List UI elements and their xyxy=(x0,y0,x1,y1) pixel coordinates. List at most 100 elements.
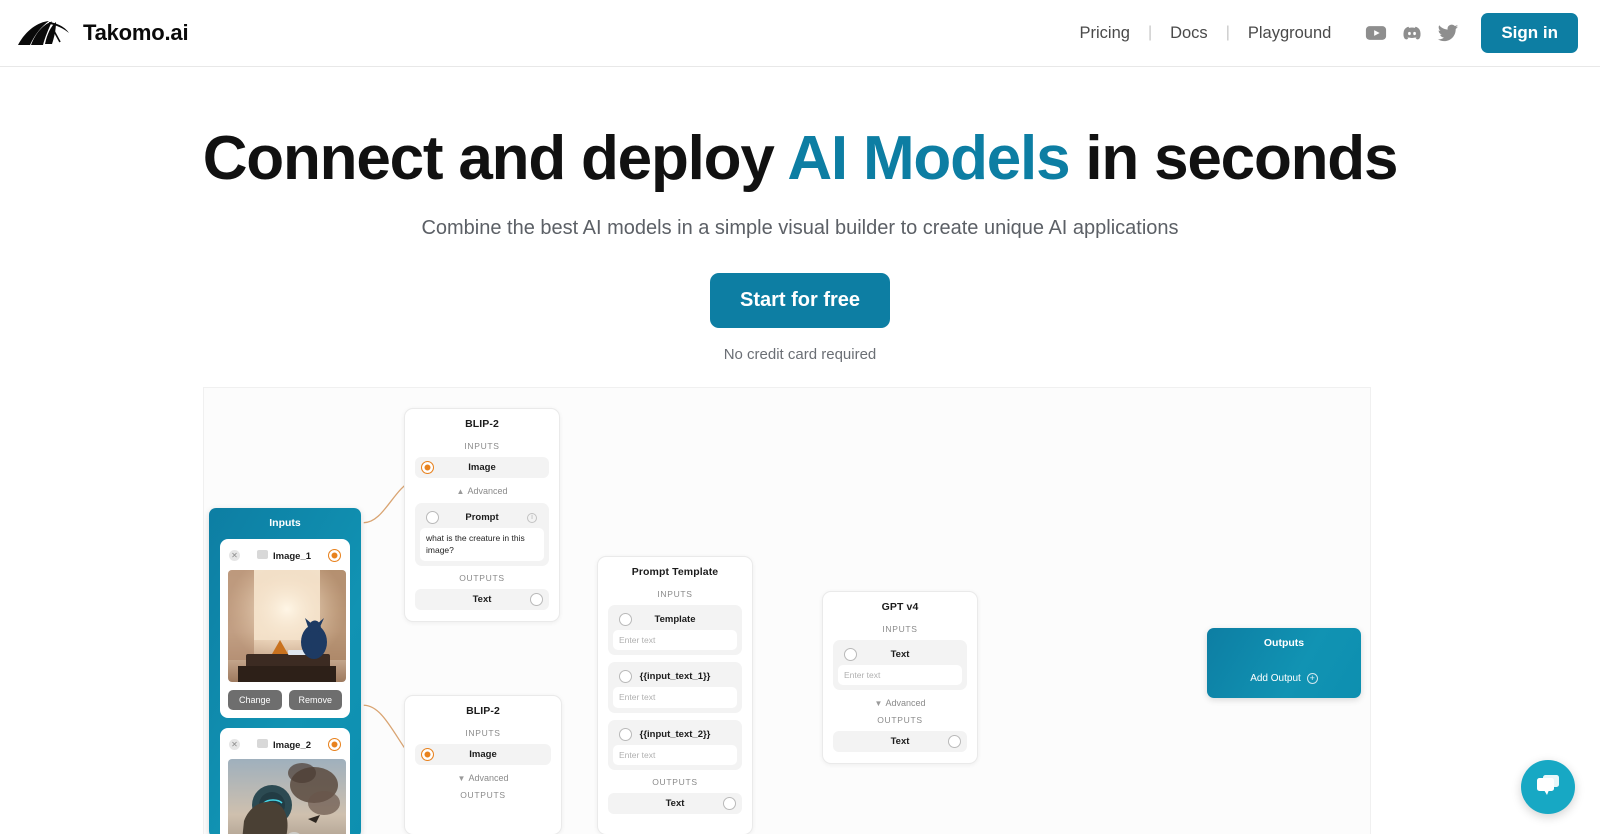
workflow-canvas[interactable]: Inputs ✕ Image_1 xyxy=(203,387,1371,834)
nav-separator: | xyxy=(1225,24,1230,41)
output-port-dot[interactable] xyxy=(948,735,961,749)
inputs-node-title: Inputs xyxy=(269,517,301,529)
input-port-text[interactable]: Text xyxy=(838,644,962,665)
discord-icon[interactable] xyxy=(1401,22,1423,44)
outputs-section-label: OUTPUTS xyxy=(459,572,505,583)
brand-logo-group[interactable]: Takomo.ai xyxy=(16,18,189,48)
output-port-dot[interactable] xyxy=(723,796,736,810)
twitter-icon[interactable] xyxy=(1437,22,1459,44)
info-icon[interactable]: i xyxy=(527,512,537,523)
start-for-free-button[interactable]: Start for free xyxy=(709,273,891,329)
prompt-input[interactable]: what is the creature in this image? xyxy=(420,528,544,561)
add-output-button[interactable]: Add Output + xyxy=(1218,673,1350,684)
blip2-node-top[interactable]: BLIP-2 INPUTS Image ▲Advanced Prompt i w… xyxy=(404,408,560,622)
input-image-header: ✕ Image_2 xyxy=(228,735,342,753)
output-port-dot[interactable] xyxy=(328,548,341,562)
nav-link-pricing[interactable]: Pricing xyxy=(1079,23,1130,42)
input-port-dot[interactable] xyxy=(844,648,857,661)
input-text-1-field-group[interactable]: {{input_text_1}} Enter text xyxy=(608,662,742,713)
output-port-dot[interactable] xyxy=(328,737,341,751)
hero-subtitle: Combine the best AI models in a simple v… xyxy=(421,217,1179,240)
input-image-name: Image_1 xyxy=(272,551,312,562)
takomo-wing-logo xyxy=(16,18,70,48)
input-port-text-1[interactable]: {{input_text_1}} xyxy=(613,666,737,687)
advanced-toggle[interactable]: ▼Advanced xyxy=(415,773,551,783)
outputs-section-label: OUTPUTS xyxy=(460,790,506,800)
inputs-section-label: INPUTS xyxy=(464,441,500,451)
inputs-node[interactable]: Inputs ✕ Image_1 xyxy=(209,508,361,834)
output-port-text[interactable]: Text xyxy=(833,731,967,753)
template-field-group[interactable]: Template Enter text xyxy=(608,605,742,656)
prompt-field-group[interactable]: Prompt i what is the creature in this im… xyxy=(415,503,549,566)
inputs-section-label: INPUTS xyxy=(882,624,918,634)
advanced-label: Advanced xyxy=(885,698,926,709)
input-port-image[interactable]: Image xyxy=(415,457,549,478)
change-image-button[interactable]: Change xyxy=(228,690,282,710)
output-port-text[interactable]: Text xyxy=(608,792,742,814)
input-port-dot[interactable] xyxy=(421,748,434,761)
hero-section: Connect and deploy AI Models in seconds … xyxy=(0,67,1600,363)
advanced-label: Advanced xyxy=(468,773,509,783)
inputs-section-label: INPUTS xyxy=(657,589,693,599)
output-port-label: Text xyxy=(665,797,685,809)
nav-link-playground[interactable]: Playground xyxy=(1247,23,1332,42)
chat-widget-button[interactable] xyxy=(1521,760,1575,814)
page-title: Connect and deploy AI Models in seconds xyxy=(0,124,1600,193)
prompt-template-node[interactable]: Prompt Template INPUTS Template Enter te… xyxy=(597,556,753,834)
chevron-down-icon: ▼ xyxy=(457,774,466,783)
advanced-label: Advanced xyxy=(467,486,508,496)
outputs-section-label: OUTPUTS xyxy=(652,776,698,787)
outputs-section-label: OUTPUTS xyxy=(877,715,923,726)
input-text-2-input[interactable]: Enter text xyxy=(613,744,737,765)
input-port-dot[interactable] xyxy=(619,670,632,684)
remove-image-button[interactable]: Remove xyxy=(288,690,342,710)
gpt-v4-node[interactable]: GPT v4 INPUTS Text Enter text ▼Advanced … xyxy=(822,591,978,765)
gpt-v4-title: GPT v4 xyxy=(881,601,919,613)
input-port-template[interactable]: Template xyxy=(613,609,737,630)
input-image-card[interactable]: ✕ Image_2 xyxy=(220,728,350,834)
input-port-label: Prompt xyxy=(465,512,499,523)
hero-title-part1: Connect and deploy xyxy=(202,124,788,193)
input-image-actions: Change Remove xyxy=(228,690,342,710)
youtube-icon[interactable] xyxy=(1365,22,1387,44)
gpt-text-input[interactable]: Enter text xyxy=(838,665,962,686)
template-input[interactable]: Enter text xyxy=(613,630,737,651)
close-icon[interactable]: ✕ xyxy=(229,549,240,561)
nav-link-docs[interactable]: Docs xyxy=(1170,23,1208,42)
cta-note: No credit card required xyxy=(723,346,877,364)
close-icon[interactable]: ✕ xyxy=(229,738,240,750)
input-port-prompt[interactable]: Prompt i xyxy=(420,507,544,528)
input-port-dot[interactable] xyxy=(619,613,632,626)
input-image-name-group: Image_1 xyxy=(256,546,312,564)
input-port-label: {{input_text_1}} xyxy=(639,671,711,683)
output-port-text[interactable]: Text xyxy=(415,588,549,610)
sign-in-button[interactable]: Sign in xyxy=(1481,13,1578,53)
gpt-text-field-group[interactable]: Text Enter text xyxy=(833,640,967,691)
add-output-label: Add Output xyxy=(1250,673,1301,684)
output-port-label: Text xyxy=(472,593,492,605)
hero-title-part2: in seconds xyxy=(1069,124,1398,193)
input-port-label: Image xyxy=(468,462,496,473)
input-port-dot[interactable] xyxy=(426,511,439,524)
nav-separator: | xyxy=(1147,24,1153,41)
inputs-section-label: INPUTS xyxy=(465,728,501,738)
blip2-node-bottom[interactable]: BLIP-2 INPUTS Image ▼Advanced OUTPUTS xyxy=(404,695,562,834)
brand-name: Takomo.ai xyxy=(83,20,189,45)
input-port-label: Text xyxy=(890,649,910,660)
input-port-text-2[interactable]: {{input_text_2}} xyxy=(613,724,737,745)
input-port-dot[interactable] xyxy=(421,461,434,474)
chevron-up-icon: ▲ xyxy=(456,487,465,496)
input-text-1-input[interactable]: Enter text xyxy=(613,687,737,708)
advanced-toggle[interactable]: ▲Advanced xyxy=(415,486,549,496)
input-text-2-field-group[interactable]: {{input_text_2}} Enter text xyxy=(608,719,742,770)
input-port-image[interactable]: Image xyxy=(415,744,551,765)
outputs-node[interactable]: Outputs Add Output + xyxy=(1207,628,1361,698)
advanced-toggle[interactable]: ▼Advanced xyxy=(833,698,967,708)
outputs-node-title: Outputs xyxy=(1263,637,1305,649)
blip2-node-title: BLIP-2 xyxy=(466,705,500,717)
input-image-name-group: Image_2 xyxy=(256,735,311,753)
output-port-dot[interactable] xyxy=(530,592,543,606)
site-header: Takomo.ai Pricing | Docs | Playground xyxy=(0,0,1600,67)
input-image-card[interactable]: ✕ Image_1 xyxy=(220,539,350,718)
input-port-dot[interactable] xyxy=(619,727,632,741)
